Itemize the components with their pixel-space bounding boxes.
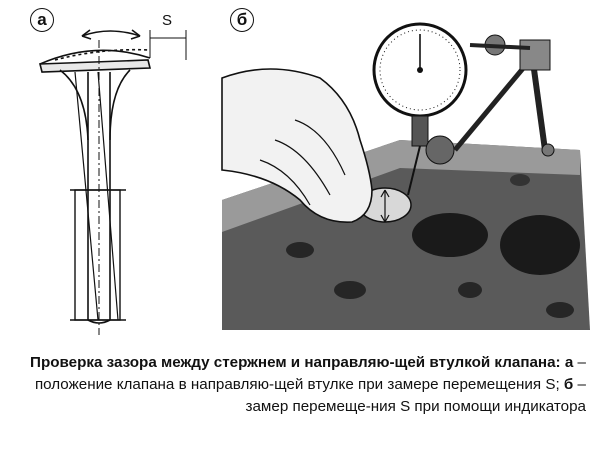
figure-caption: Проверка зазора между стержнем и направл…: [30, 352, 586, 418]
panel-b-drawing: [221, 22, 590, 330]
caption-title: Проверка зазора между стержнем и направл…: [30, 354, 561, 371]
caption-part-a-key: а: [564, 354, 574, 371]
caption-part-a-text: –положение клапана в направляю-щей втулк…: [34, 354, 586, 393]
panel-a-label: а: [30, 8, 54, 32]
panel-b-label: б: [230, 8, 254, 32]
caption-part-b-key: б: [563, 376, 574, 393]
dimension-s-label: S: [162, 12, 173, 29]
panel-a-drawing: [38, 29, 187, 335]
illustration: а б S: [30, 8, 590, 335]
caption-part-b-text: – замер перемеще-ния S при помощи индика…: [245, 376, 586, 415]
figure-drawing: [38, 22, 590, 335]
